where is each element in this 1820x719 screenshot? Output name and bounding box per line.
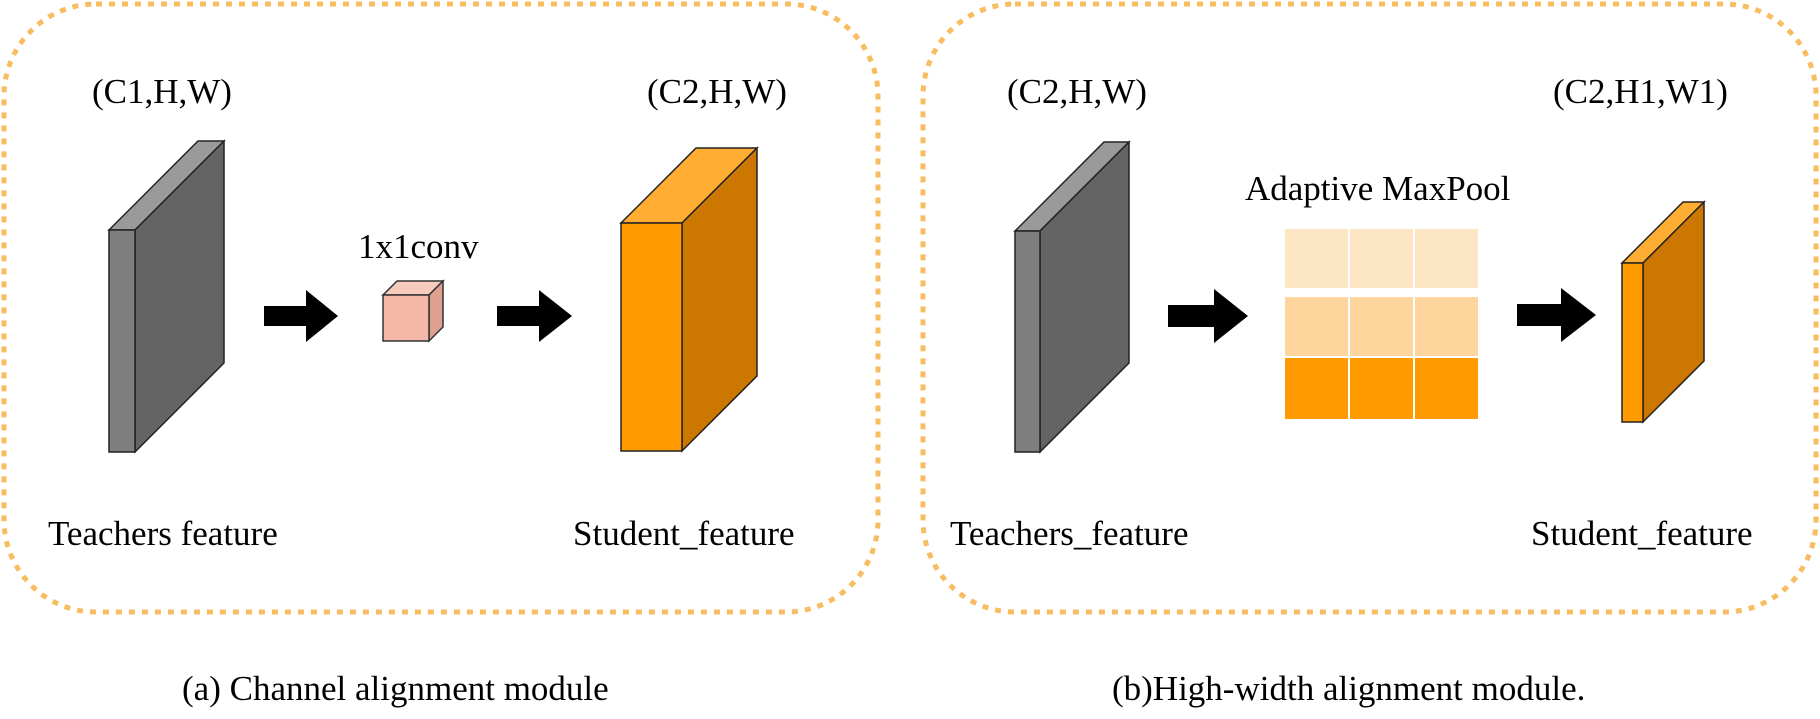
teacher-block-b-side <box>1039 140 1130 454</box>
maxpool-grid <box>1283 227 1480 421</box>
arrow-icon <box>264 290 338 342</box>
panel-a-border <box>1 1 881 615</box>
input-label-a: Teachers feature <box>48 514 278 553</box>
operation-label-a: 1x1conv <box>358 227 479 266</box>
input-label-b: Teachers_feature <box>950 514 1189 553</box>
student-feature-block-b <box>1620 200 1706 424</box>
arrow-icon <box>497 290 572 342</box>
pool-cell <box>1283 227 1350 290</box>
pool-cell <box>1413 227 1480 290</box>
teacher-block-b-front <box>1014 230 1041 453</box>
caption-a: (a) Channel alignment module <box>182 669 609 708</box>
arrow-icon <box>1517 288 1596 342</box>
teacher-block-a-front <box>108 229 136 453</box>
student-block-b-front <box>1621 262 1644 423</box>
student-block-a-front <box>620 222 683 452</box>
input-dims-b: (C2,H,W) <box>1007 72 1147 111</box>
panel-b-border <box>920 1 1819 615</box>
student-feature-block-a <box>619 146 759 453</box>
arrow-icon <box>1168 289 1248 343</box>
output-dims-b: (C2,H1,W1) <box>1553 72 1728 111</box>
pool-cell <box>1413 356 1480 421</box>
caption-b: (b)High-width alignment module. <box>1112 669 1585 708</box>
operation-label-b: Adaptive MaxPool <box>1245 169 1511 208</box>
teacher-block-a-side <box>134 139 225 454</box>
pool-cell <box>1348 295 1415 358</box>
output-label-a: Student_feature <box>573 514 795 553</box>
pool-cell <box>1348 227 1415 290</box>
pool-cell <box>1283 356 1350 421</box>
conv-cube-icon <box>381 279 445 343</box>
teacher-feature-block-b <box>1013 140 1131 454</box>
output-dims-a: (C2,H,W) <box>647 72 787 111</box>
pool-cell <box>1413 295 1480 358</box>
pool-cell <box>1348 356 1415 421</box>
input-dims-a: (C1,H,W) <box>92 72 232 111</box>
pool-cell <box>1283 295 1350 358</box>
teacher-feature-block-a <box>107 139 226 454</box>
output-label-b: Student_feature <box>1531 514 1753 553</box>
